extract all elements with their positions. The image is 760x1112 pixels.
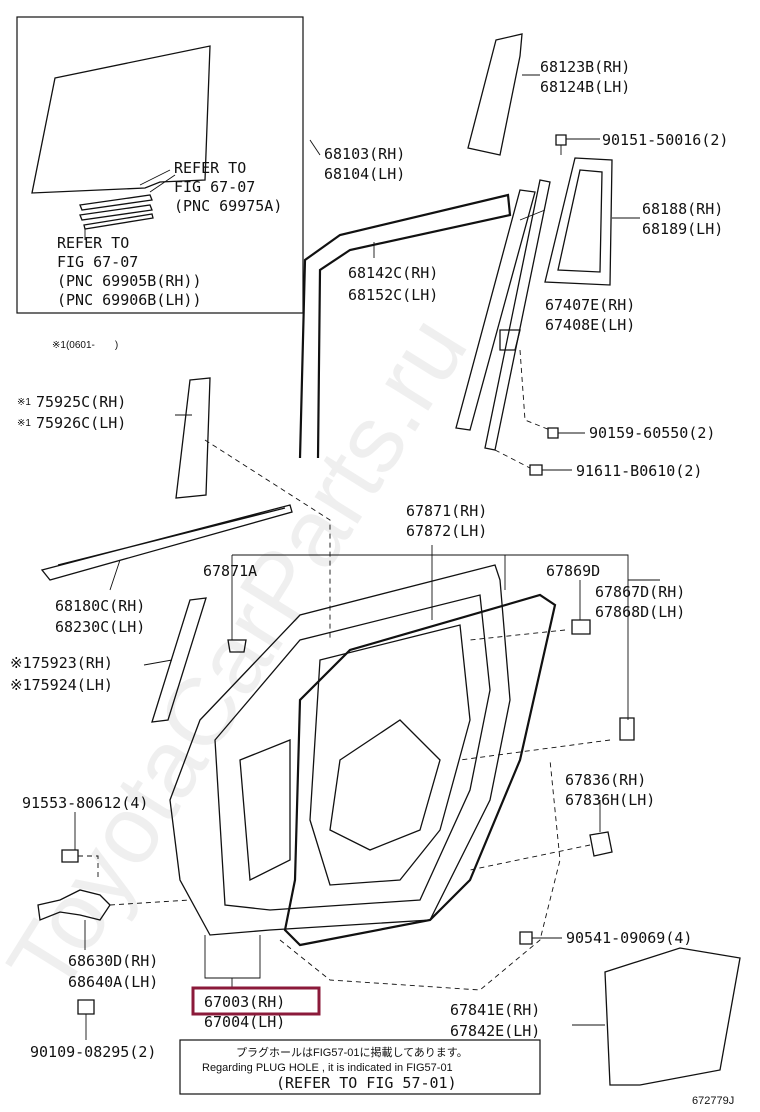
label-67842E[interactable]: 67842E(LH) — [450, 1022, 540, 1040]
belt-moulding — [40, 504, 293, 581]
label-90151[interactable]: 90151-50016(2) — [602, 131, 728, 149]
hole-outline — [279, 759, 561, 991]
service-hole-cover — [604, 947, 741, 1086]
clip-screw-90151 — [555, 134, 600, 155]
label-67004[interactable]: 67004(LH) — [204, 1013, 285, 1031]
glass-run-channel — [298, 193, 512, 459]
label-90109[interactable]: 90109-08295(2) — [30, 1043, 156, 1061]
diagram-code: 672779J — [692, 1095, 734, 1107]
label-68103[interactable]: 68103(RH) — [324, 145, 405, 163]
label-67836H[interactable]: 67836H(LH) — [565, 791, 655, 809]
lower-garnish — [151, 597, 207, 723]
label-67872[interactable]: 67872(LH) — [406, 522, 487, 540]
clip-67867D — [619, 717, 635, 741]
label-90541[interactable]: 90541-09069(4) — [566, 929, 692, 947]
label-91553[interactable]: 91553-80612(4) — [22, 794, 148, 812]
inset-refer1-line1: REFER TO — [174, 159, 246, 177]
wire-harness-68630 — [37, 889, 191, 950]
label-67871[interactable]: 67871(RH) — [406, 502, 487, 520]
label-67836[interactable]: 67836(RH) — [565, 771, 646, 789]
bolt-90159 — [547, 427, 585, 439]
inset-window-glass: REFER TO FIG 67-07 (PNC 69975A) REFER TO… — [16, 16, 304, 314]
label-67003[interactable]: 67003(RH) — [204, 993, 285, 1011]
label-68104[interactable]: 68104(LH) — [324, 165, 405, 183]
label-75923[interactable]: ※175923(RH) — [10, 654, 113, 672]
label-68189[interactable]: 68189(LH) — [642, 220, 723, 238]
label-68124B[interactable]: 68124B(LH) — [540, 78, 630, 96]
label-91611[interactable]: 91611-B0610(2) — [576, 462, 702, 480]
label-75926C[interactable]: 75926C(LH) — [36, 414, 126, 432]
clip-67869D — [571, 580, 591, 635]
label-68640A[interactable]: 68640A(LH) — [68, 973, 158, 991]
label-67869D[interactable]: 67869D — [546, 562, 600, 580]
label-90159[interactable]: 90159-60550(2) — [589, 424, 715, 442]
label-68152C[interactable]: 68152C(LH) — [348, 286, 438, 304]
inset-refer2-line1: REFER TO — [57, 234, 129, 252]
inset-refer2-line3: (PNC 69905B(RH)) — [57, 272, 202, 290]
clip-67871A — [227, 639, 247, 653]
label-68180C[interactable]: 68180C(RH) — [55, 597, 145, 615]
label-75925C[interactable]: 75925C(RH) — [36, 393, 126, 411]
label-68188[interactable]: 68188(RH) — [642, 200, 723, 218]
label-75924[interactable]: ※175924(LH) — [10, 676, 113, 694]
door-weatherstrip — [283, 593, 557, 947]
door-panel — [169, 564, 511, 936]
label-67408E[interactable]: 67408E(LH) — [545, 316, 635, 334]
cap-67836 — [469, 800, 613, 871]
label-67867D[interactable]: 67867D(RH) — [595, 583, 685, 601]
label-68123B[interactable]: 68123B(RH) — [540, 58, 630, 76]
inset-refer2-line4: (PNC 69906B(LH)) — [57, 291, 202, 309]
label-67407E[interactable]: 67407E(RH) — [545, 296, 635, 314]
label-67841E[interactable]: 67841E(RH) — [450, 1001, 540, 1019]
notice-en: Regarding PLUG HOLE , it is indicated in… — [202, 1062, 453, 1074]
notice-jp: プラグホールはFIG57-01に掲載してあります。 — [236, 1045, 468, 1059]
notice-ref: (REFER TO FIG 57-01) — [276, 1074, 457, 1092]
clip-90541 — [519, 931, 562, 945]
bolt-90109 — [77, 999, 95, 1040]
label-68142C[interactable]: 68142C(RH) — [348, 264, 438, 282]
mark-75925C: ※1 — [17, 397, 31, 408]
label-68230C[interactable]: 68230C(LH) — [55, 618, 145, 636]
notice-box: プラグホールはFIG57-01に掲載してあります。 Regarding PLUG… — [179, 1039, 541, 1095]
inset-refer1-line2: FIG 67-07 — [174, 178, 255, 196]
inset-refer1-line3: (PNC 69975A) — [174, 197, 282, 215]
bolt-91611 — [494, 449, 572, 476]
division-bar — [455, 179, 551, 451]
inset-refer2-line2: FIG 67-07 — [57, 253, 138, 271]
footnote-code: ※1(0601- ) — [52, 340, 118, 351]
division-bracket — [499, 329, 521, 351]
bolt-91553 — [61, 812, 99, 880]
quarter-window-frame — [544, 157, 613, 286]
label-67871A[interactable]: 67871A — [203, 562, 257, 580]
label-67868D[interactable]: 67868D(LH) — [595, 603, 685, 621]
label-68630D[interactable]: 68630D(RH) — [68, 952, 158, 970]
quarter-glass-trim — [467, 33, 523, 156]
pillar-garnish — [175, 377, 211, 499]
mark-75926C: ※1 — [17, 418, 31, 429]
highlight-box — [191, 986, 321, 1016]
